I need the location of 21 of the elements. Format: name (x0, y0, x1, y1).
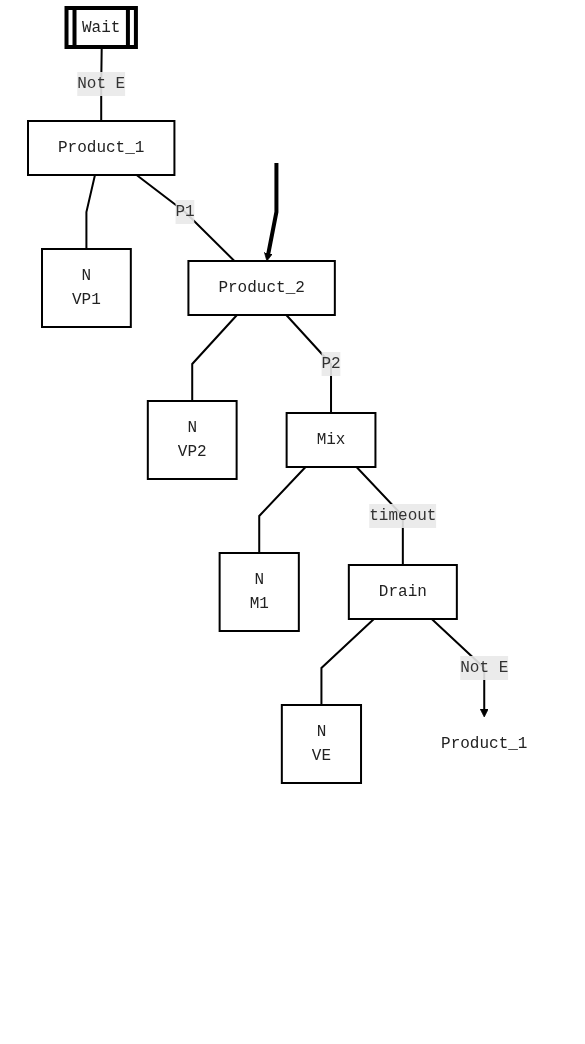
arrow (263, 163, 279, 262)
connector (320, 618, 375, 706)
node-box: Product_1 (26, 120, 176, 176)
node-box: Drain (347, 564, 458, 620)
node-text: Product_1 (440, 735, 528, 753)
connector (135, 174, 236, 262)
node-box: N VP1 (40, 248, 132, 328)
node-box: Mix (285, 412, 377, 468)
connector (285, 314, 332, 414)
edge-label: Not E (460, 659, 509, 677)
edge-label: timeout (368, 507, 437, 525)
edge-label: Not E (76, 75, 125, 93)
node-box: Product_2 (187, 260, 336, 316)
node-box: N VP2 (146, 400, 238, 480)
edge-label: P1 (175, 203, 195, 221)
edge-label: P2 (321, 355, 341, 373)
node-box: N M1 (218, 552, 300, 632)
node-box: N VE (280, 704, 362, 784)
connector (258, 466, 307, 554)
connector (85, 174, 96, 250)
connector (191, 314, 238, 402)
